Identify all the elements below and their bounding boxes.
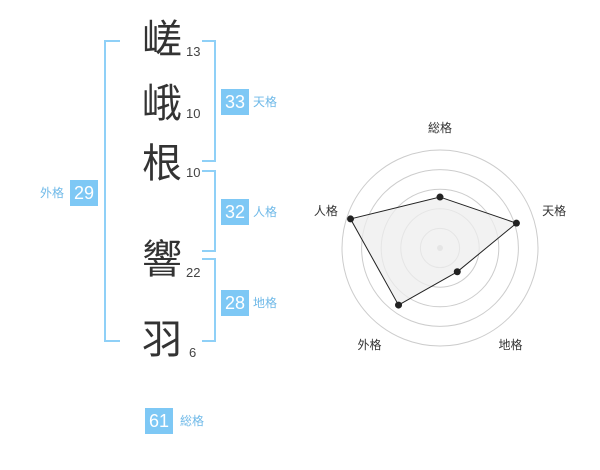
radar-axis-label: 総格 [428,121,453,135]
radar-axis-label: 人格 [313,203,338,218]
radar-series-polygon [349,196,518,306]
stroke-count-4: 22 [186,265,201,280]
stroke-count-3: 10 [186,165,201,180]
name-char-1: 嵯 [142,17,182,63]
radar-axis-label: 地格 [498,338,523,353]
chikaku-label: 地格 [253,296,278,310]
name-char-2: 峨 [142,81,182,127]
radar-point-3 [453,268,461,276]
jinkaku-value: 32 [221,199,249,225]
radar-grid-ring [361,169,519,327]
radar-grid-ring [341,149,539,347]
gaikaku-value: 29 [70,180,98,206]
gaikaku-bracket [104,40,120,342]
soukaku-label: 総格 [180,414,205,428]
name-char-5: 羽 [142,317,182,363]
radar-point-4 [395,301,403,309]
tenkaku-label: 天格 [253,95,278,109]
stroke-count-5: 6 [189,345,197,360]
radar-axis-label: 天格 [542,203,567,218]
soukaku-value: 61 [145,408,173,434]
stroke-count-2: 10 [186,106,201,121]
radar-axis-label: 外格 [357,338,382,353]
gaikaku-label: 外格 [40,186,65,200]
tenkaku-bracket [202,40,216,162]
radar-point-5 [347,215,355,223]
tenkaku-value: 33 [221,89,249,115]
chikaku-value: 28 [221,290,249,316]
chikaku-bracket [202,258,216,342]
name-char-3: 根 [142,141,182,187]
radar-point-2 [512,219,520,227]
name-char-4: 響 [142,237,182,283]
jinkaku-label: 人格 [253,205,278,219]
stroke-count-1: 13 [186,44,201,59]
jinkaku-bracket [202,170,216,252]
radar-point-1 [436,193,444,201]
